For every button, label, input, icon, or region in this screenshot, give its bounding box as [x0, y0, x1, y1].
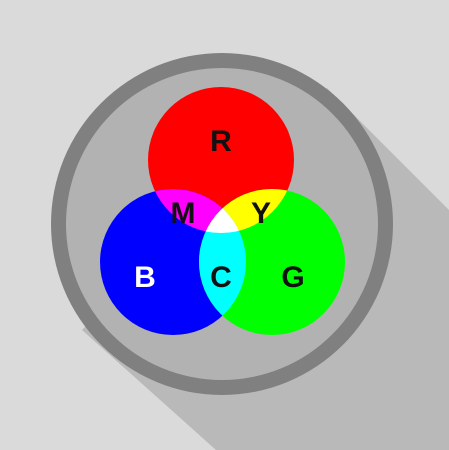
label-cyan: C	[210, 261, 232, 294]
label-magenta: M	[171, 197, 196, 230]
label-green: G	[281, 261, 304, 294]
label-yellow: Y	[251, 197, 271, 230]
label-red: R	[210, 125, 232, 158]
label-blue: B	[134, 261, 156, 294]
white-center-overlap	[199, 189, 246, 233]
